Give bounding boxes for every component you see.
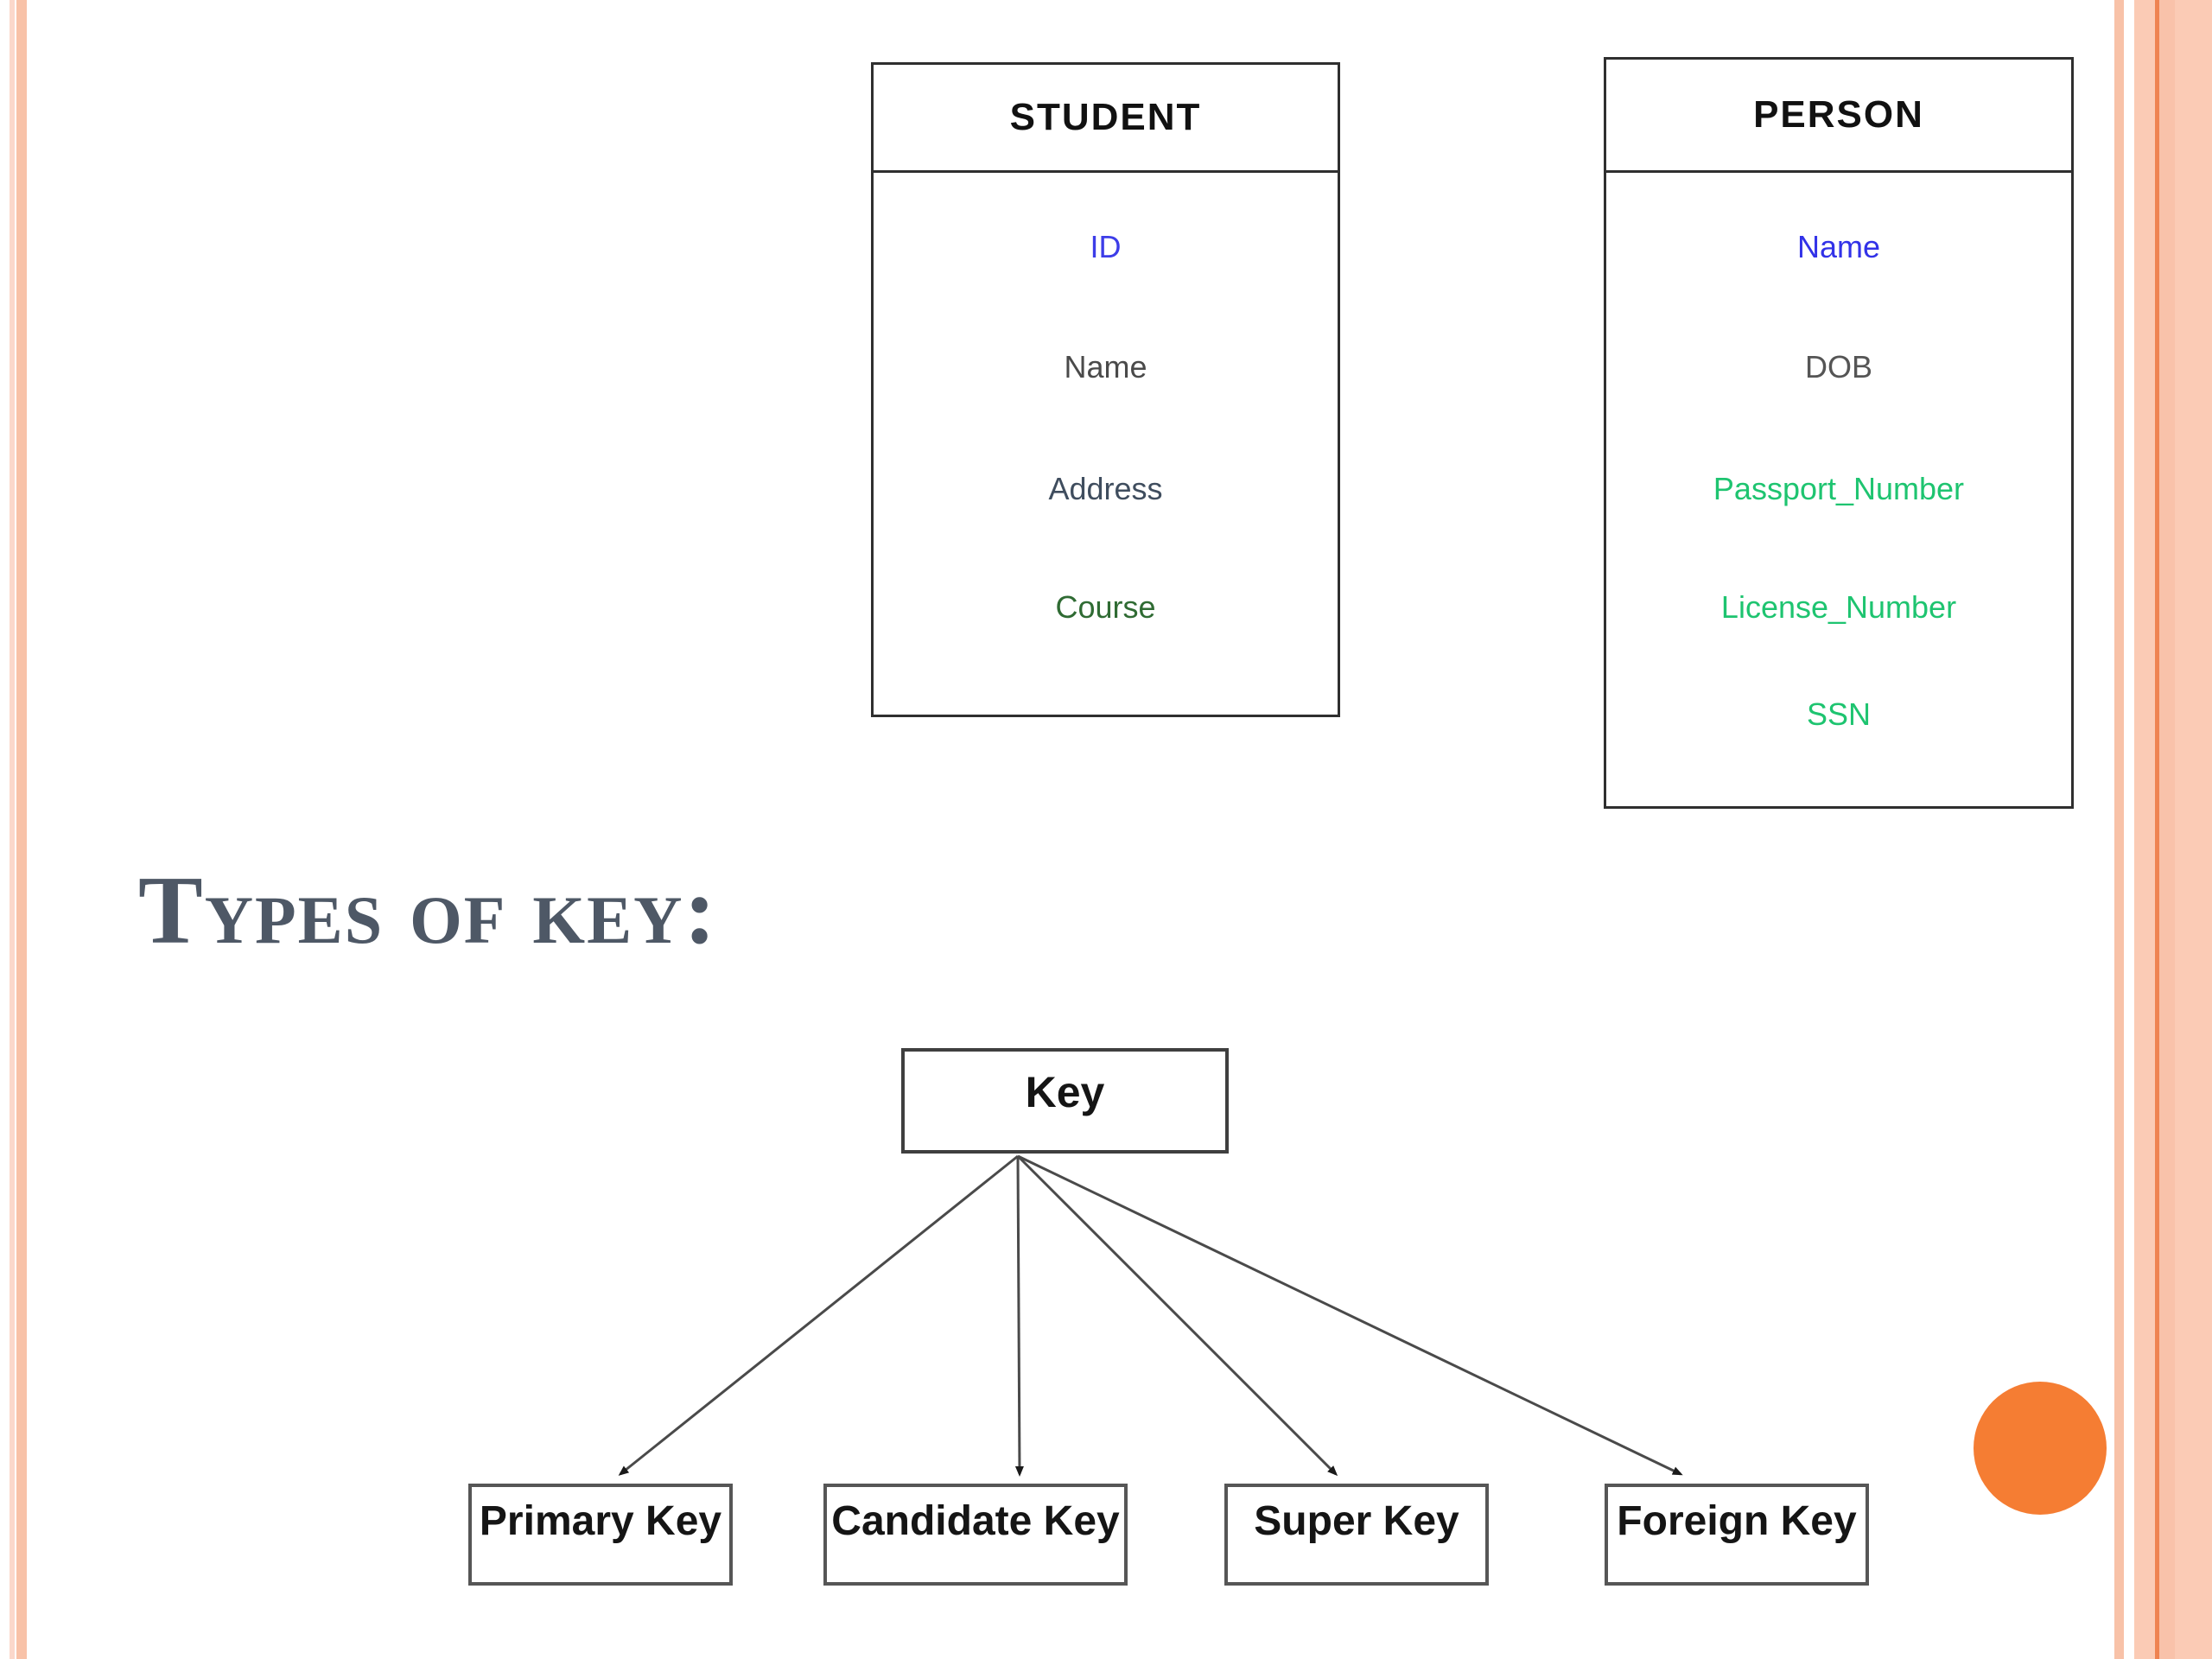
- attribute-license-number: License_Number: [1720, 589, 1957, 625]
- left-border-stripe-main: [16, 0, 27, 1659]
- tree-root-key: Key: [901, 1048, 1229, 1154]
- right-border-stripe-thin: [2114, 0, 2124, 1659]
- left-border-stripe-thin: [10, 0, 15, 1659]
- attribute-name: Name: [1796, 229, 1881, 264]
- entity-title: PERSON: [1606, 60, 2071, 173]
- tree-leaf-foreign-key: Foreign Key: [1605, 1484, 1869, 1586]
- attribute-passport-number: Passport_Number: [1713, 471, 1965, 506]
- right-border-accent-line: [2155, 0, 2159, 1659]
- connector-super-key: [1016, 1154, 1338, 1477]
- tree-leaf-candidate-key: Candidate Key: [823, 1484, 1128, 1586]
- connector-primary-key: [618, 1154, 1019, 1476]
- entity-box-student: STUDENT ID Name Address Course: [871, 62, 1340, 717]
- attribute-address: Address: [1048, 471, 1163, 506]
- tree-leaf-primary-key: Primary Key: [468, 1484, 733, 1586]
- attribute-course: Course: [1055, 589, 1156, 625]
- connector-foreign-key: [1017, 1154, 1683, 1476]
- right-border-band-inner: [2159, 0, 2175, 1659]
- tree-leaf-super-key: Super Key: [1224, 1484, 1489, 1586]
- connector-candidate-key: [1014, 1155, 1024, 1477]
- page-title: Types of key:: [138, 857, 718, 964]
- orange-circle-accent: [1974, 1382, 2107, 1515]
- entity-title: STUDENT: [874, 65, 1338, 173]
- entity-box-person: PERSON Name DOB Passport_Number License_…: [1604, 57, 2074, 809]
- attribute-name: Name: [1064, 349, 1147, 385]
- attribute-id: ID: [1090, 229, 1122, 264]
- attribute-ssn: SSN: [1806, 696, 1872, 732]
- attribute-dob: DOB: [1804, 349, 1872, 385]
